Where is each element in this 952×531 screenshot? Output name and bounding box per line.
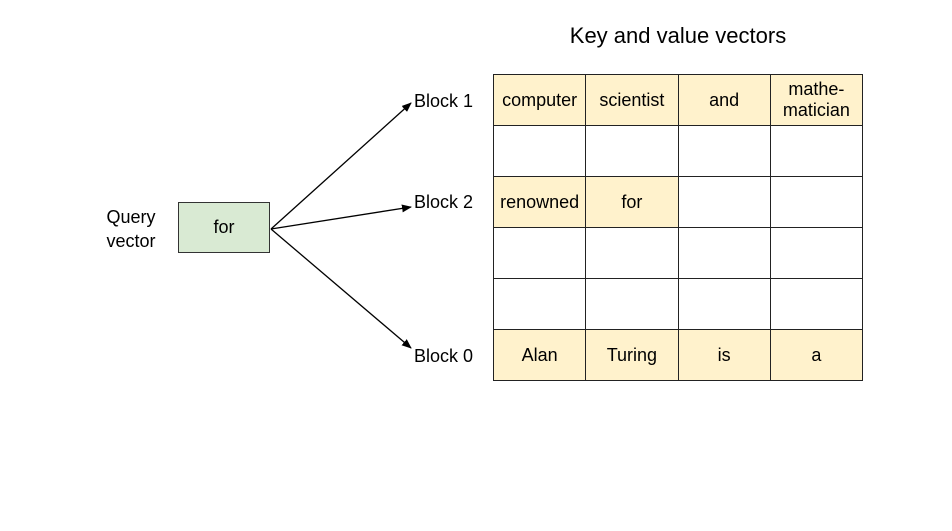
- kv-cell-block1-row1-col0: [494, 126, 587, 177]
- kv-cell-block1-row1-col2: [678, 126, 771, 177]
- query-label-line-2: vector: [106, 231, 156, 251]
- kv-cell-block2-row2-col2: [678, 279, 771, 330]
- query-vector-box: for: [178, 202, 270, 253]
- kv-cell-block1-row0-col3: mathe- matician: [770, 75, 863, 126]
- block-label-2: Block 2: [414, 192, 474, 212]
- kv-cell-block1-row1-col3: [770, 126, 863, 177]
- kv-cell-block2-row0-col3: [770, 177, 863, 228]
- query-vector-label: Query vector: [96, 205, 166, 253]
- kv-cell-block2-row2-col3: [770, 279, 863, 330]
- arrow-to-block-2: [270, 204, 412, 230]
- block-label-1: Block 1: [414, 91, 474, 111]
- kv-cell-block2-row1-col2: [678, 228, 771, 279]
- arrow-to-block-0: [270, 228, 412, 349]
- kv-cell-block1-row1-col1: [586, 126, 679, 177]
- kv-cell-block2-row0-col0: renowned: [494, 177, 587, 228]
- kv-cell-block0-row0-col2: is: [678, 330, 771, 381]
- kv-cell-block0-row0-col3: a: [770, 330, 863, 381]
- kv-cell-block2-row0-col1: for: [586, 177, 679, 228]
- diagram-title: Key and value vectors: [569, 23, 787, 48]
- kv-cell-block2-row1-col3: [770, 228, 863, 279]
- kv-cell-block2-row1-col0: [494, 228, 587, 279]
- kv-cell-block1-row0-col2: and: [678, 75, 771, 126]
- kv-cell-block2-row0-col2: [678, 177, 771, 228]
- kv-cell-block2-row1-col1: [586, 228, 679, 279]
- kv-cell-block2-row2-col1: [586, 279, 679, 330]
- kv-cell-block0-row0-col0: Alan: [494, 330, 587, 381]
- kv-cell-block1-row0-col1: scientist: [586, 75, 679, 126]
- query-label-line-1: Query: [106, 207, 156, 227]
- kv-cell-block2-row2-col0: [494, 279, 587, 330]
- arrow-to-block-1: [270, 102, 412, 230]
- query-token: for: [213, 217, 235, 237]
- key-value-grid: computer scientist and mathe- matician r…: [493, 74, 863, 381]
- kv-cell-block1-row0-col0: computer: [494, 75, 587, 126]
- block-label-0: Block 0: [414, 346, 474, 366]
- kv-cell-block0-row0-col1: Turing: [586, 330, 679, 381]
